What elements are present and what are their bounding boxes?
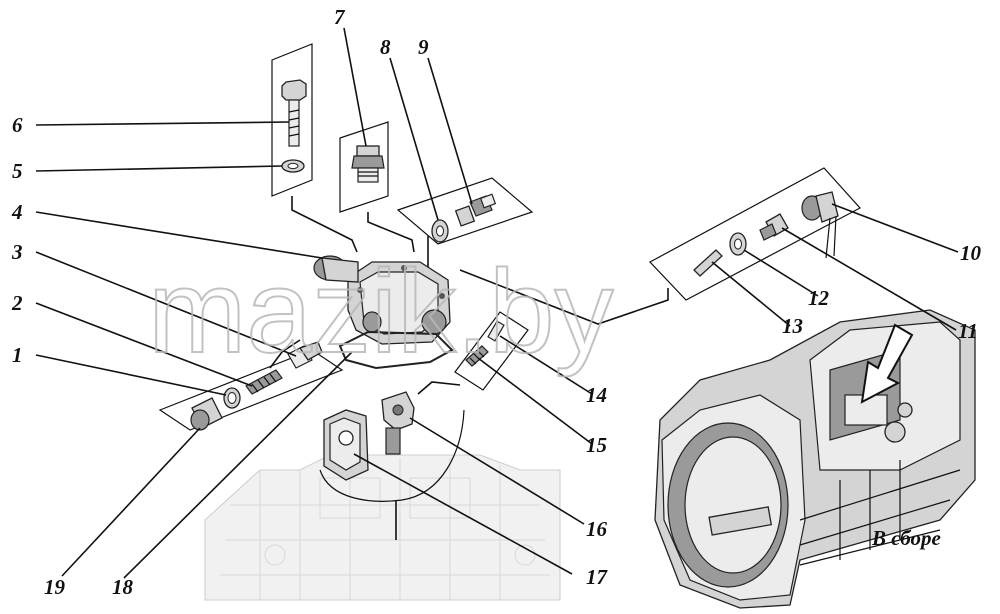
leader-1 [35, 354, 227, 396]
leader-11 [781, 227, 957, 331]
callout-labels: 1 2 3 4 5 6 7 8 9 10 11 12 13 14 15 16 1… [11, 5, 982, 599]
pin-part-14 [487, 320, 505, 342]
callout-10: 10 [960, 241, 982, 265]
callout-7: 7 [334, 5, 346, 29]
assembly-arrow [860, 323, 914, 404]
switch-part-11 [759, 213, 789, 241]
assembly-label: В сборе [871, 526, 941, 550]
leader-13 [711, 261, 791, 327]
callout-5: 5 [12, 159, 23, 183]
leader-9 [427, 57, 473, 205]
leader-3 [35, 251, 297, 357]
callout-11: 11 [958, 319, 978, 343]
callout-12: 12 [808, 286, 830, 310]
watermark-text: mazik.by [148, 246, 614, 378]
callout-14: 14 [586, 383, 607, 407]
leader-14 [499, 335, 593, 395]
callout-9: 9 [418, 35, 429, 59]
gasket-part-18 [338, 330, 454, 370]
connector-part-10 [801, 191, 839, 259]
leader-10 [831, 203, 959, 253]
callout-3: 3 [11, 240, 23, 264]
leader-16 [409, 417, 585, 525]
key-part-13 [693, 249, 723, 277]
callout-4: 4 [11, 200, 23, 224]
plunger-part-3 [287, 341, 323, 369]
callout-2: 2 [11, 291, 23, 315]
leader-5 [35, 165, 283, 172]
callout-8: 8 [380, 35, 391, 59]
background-gearbox-ghost [204, 454, 561, 601]
fitting-part-7 [351, 145, 385, 183]
bolt-part-6 [281, 79, 307, 147]
lever-part-16 [381, 391, 415, 455]
callout-17: 17 [586, 565, 609, 589]
group-frames [158, 43, 861, 540]
bracket-part-17 [323, 409, 369, 481]
callout-1: 1 [12, 343, 23, 367]
leader-12 [743, 249, 819, 297]
leader-8 [389, 57, 439, 221]
leader-2 [35, 302, 253, 387]
leader-18 [123, 351, 353, 579]
leader-4 [35, 211, 323, 259]
callout-15: 15 [586, 433, 607, 457]
sensor-part-9 [454, 193, 497, 227]
leader-15 [477, 357, 593, 445]
spring-part-2 [245, 369, 283, 395]
gearbox-assembly [654, 309, 976, 609]
plug-part-19 [190, 397, 223, 431]
callout-16: 16 [586, 517, 608, 541]
callout-18: 18 [112, 575, 134, 599]
leader-6 [35, 121, 290, 126]
leader-19 [61, 427, 201, 577]
callout-leaders [35, 27, 959, 579]
housing-part-4 [313, 255, 451, 345]
callout-13: 13 [782, 314, 803, 338]
leader-17 [353, 453, 573, 575]
leader-7 [343, 27, 367, 147]
callout-19: 19 [44, 575, 66, 599]
spring-part-15 [465, 345, 489, 367]
callout-6: 6 [12, 113, 23, 137]
parts [190, 79, 839, 481]
